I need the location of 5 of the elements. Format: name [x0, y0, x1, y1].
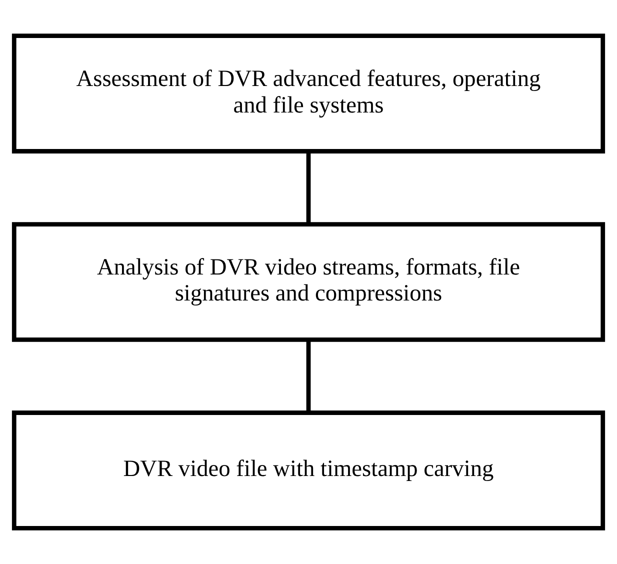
node-box: Analysis of DVR video streams, formats, file signatures and compressions: [12, 222, 606, 342]
node-box: DVR video file with timestamp carving: [12, 410, 606, 530]
node-box: Assessment of DVR advanced features, operating and file systems: [12, 34, 606, 154]
connector: [306, 340, 311, 413]
connector: [306, 152, 311, 224]
